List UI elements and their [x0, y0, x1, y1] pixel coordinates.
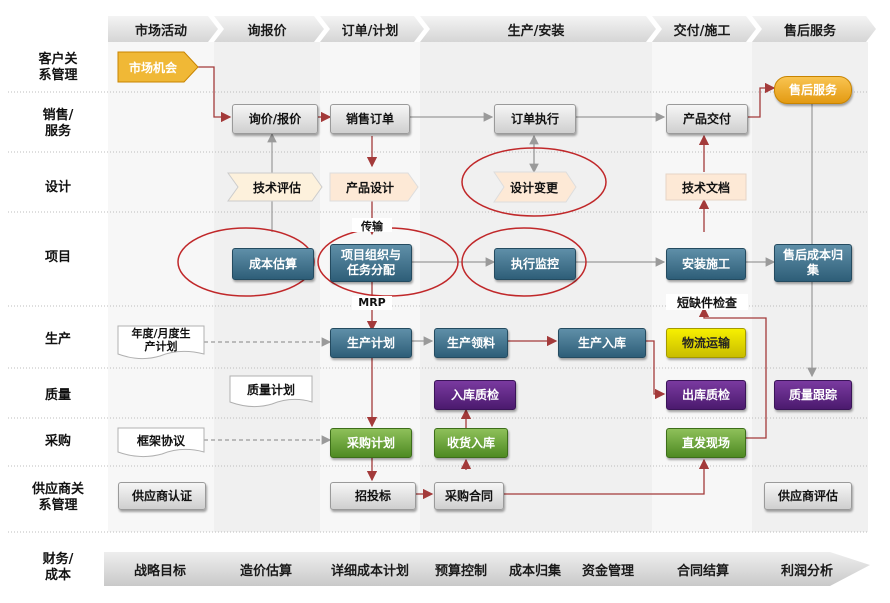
header-chevron-3	[320, 16, 424, 42]
finance-item: 详细成本计划	[330, 563, 409, 579]
product-design-shape	[329, 172, 419, 202]
finance-item: 资金管理	[581, 563, 634, 579]
after-sales-cost-line: 售后成本归	[782, 248, 843, 262]
finance-item: 造价估算	[239, 563, 292, 579]
quality-plan-shape	[229, 375, 313, 408]
quality-plan-box: 质量计划	[246, 382, 295, 397]
row-label-crm: 客户关系管理	[8, 46, 108, 90]
header-chevron-1	[108, 16, 218, 42]
row-label-line: 销售/	[42, 108, 74, 123]
design-change-box: 设计变更	[509, 180, 558, 195]
annual-plan-line: 年度/月度生	[131, 327, 191, 340]
market-opportunity-shape	[117, 51, 199, 83]
row-label-srm: 供应商关系管理	[8, 476, 108, 520]
finance-band	[104, 552, 870, 586]
exec-monitor-box: 执行监控	[494, 248, 576, 280]
column-bg-service	[752, 42, 868, 532]
bidding-box: 招投标	[330, 482, 416, 510]
supplier-cert-box: 供应商认证	[118, 482, 206, 510]
finance-item: 成本归集	[508, 563, 561, 579]
row-label-line: 供应商关	[31, 482, 84, 497]
header-market: 市场活动	[134, 23, 187, 39]
header-order: 订单/计划	[341, 23, 399, 39]
row-label-line: 系管理	[38, 498, 78, 513]
direct-site-box: 直发现场	[666, 428, 746, 458]
outgoing-inspection-box: 出库质检	[666, 380, 746, 410]
product-delivery-box: 产品交付	[666, 104, 748, 134]
project-org-box: 项目组织与任务分配	[330, 244, 412, 282]
incoming-inspection-box: 入库质检	[434, 380, 516, 410]
project-org-line: 任务分配	[346, 263, 395, 277]
header-quote: 询报价	[247, 23, 287, 39]
prod-warehousing-box: 生产入库	[558, 328, 646, 358]
row-label-project: 项目	[44, 250, 71, 265]
prod-picking-box: 生产领料	[434, 328, 508, 358]
row-label-finance: 财务/成本	[8, 546, 108, 590]
row-label-line: 客户关	[38, 52, 78, 67]
framework-shape	[117, 427, 205, 458]
row-label-quality: 质量	[44, 388, 71, 403]
design-change-shape	[493, 171, 577, 203]
ellipse-exec-monitor	[461, 227, 587, 297]
header-chevron-2	[214, 16, 324, 42]
purchase-plan-box: 采购计划	[330, 428, 412, 458]
finance-item: 预算控制	[434, 563, 487, 579]
header-chevron-5	[652, 16, 756, 42]
quality-tracking-box: 质量跟踪	[774, 380, 852, 410]
finance-item: 合同结算	[676, 563, 729, 579]
project-org-line: 项目组织与	[340, 248, 401, 262]
finance-item: 利润分析	[780, 563, 833, 579]
header-production: 生产/安装	[507, 23, 565, 39]
shortage-check-note: 短缺件检查	[666, 294, 748, 310]
goods-receipt-box: 收货入库	[434, 428, 508, 458]
order-execution-box: 订单执行	[494, 104, 576, 134]
tech-doc-shape	[665, 173, 747, 201]
market-opportunity-box: 市场机会	[128, 60, 177, 75]
row-label-sales: 销售/服务	[8, 102, 108, 146]
tech-doc-box: 技术文档	[681, 180, 730, 195]
install-construct-box: 安装施工	[666, 248, 746, 280]
after-sales-service-box: 售后服务	[774, 76, 852, 104]
row-label-purchase: 采购	[44, 434, 71, 449]
sales-order-box: 销售订单	[330, 104, 410, 134]
header-service: 售后服务	[783, 23, 836, 39]
mrp-note: MRP	[352, 296, 392, 310]
row-label-line: 系管理	[38, 68, 78, 83]
logistics-box: 物流运输	[666, 328, 746, 358]
header-chevron-6	[752, 16, 876, 42]
row-label-production: 生产	[44, 332, 71, 347]
tech-evaluation-box: 技术评估	[252, 180, 301, 195]
row-label-line: 财务/	[42, 552, 74, 567]
annual-plan-line: 产计划	[144, 340, 178, 353]
transfer-note: 传输	[352, 218, 392, 233]
cost-estimate-box: 成本估算	[232, 248, 314, 280]
product-design-box: 产品设计	[345, 180, 394, 195]
tech-evaluation-shape	[227, 172, 323, 202]
header-chevron-4	[420, 16, 656, 42]
row-label-line: 成本	[44, 568, 71, 583]
finance-item: 战略目标	[133, 563, 186, 579]
after-sales-cost-line: 集	[806, 263, 819, 277]
supplier-eval-box: 供应商评估	[764, 482, 852, 510]
row-label-design: 设计	[44, 180, 71, 195]
row-label-line: 服务	[44, 124, 71, 139]
ellipse-design-change	[461, 147, 607, 217]
prod-plan-box: 生产计划	[330, 328, 412, 358]
header-delivery: 交付/施工	[673, 23, 731, 39]
column-bg-market	[108, 42, 214, 532]
inquiry-quote-box: 询价/报价	[232, 104, 318, 134]
annual-plan-shape	[117, 325, 205, 360]
after-sales-cost-box: 售后成本归集	[774, 244, 852, 282]
purchase-contract-box: 采购合同	[434, 482, 504, 510]
annual-plan-box: 年度/月度生产计划	[118, 326, 204, 354]
ellipse-cost-estimate	[177, 227, 315, 297]
framework-agreement-box: 框架协议	[136, 433, 185, 448]
